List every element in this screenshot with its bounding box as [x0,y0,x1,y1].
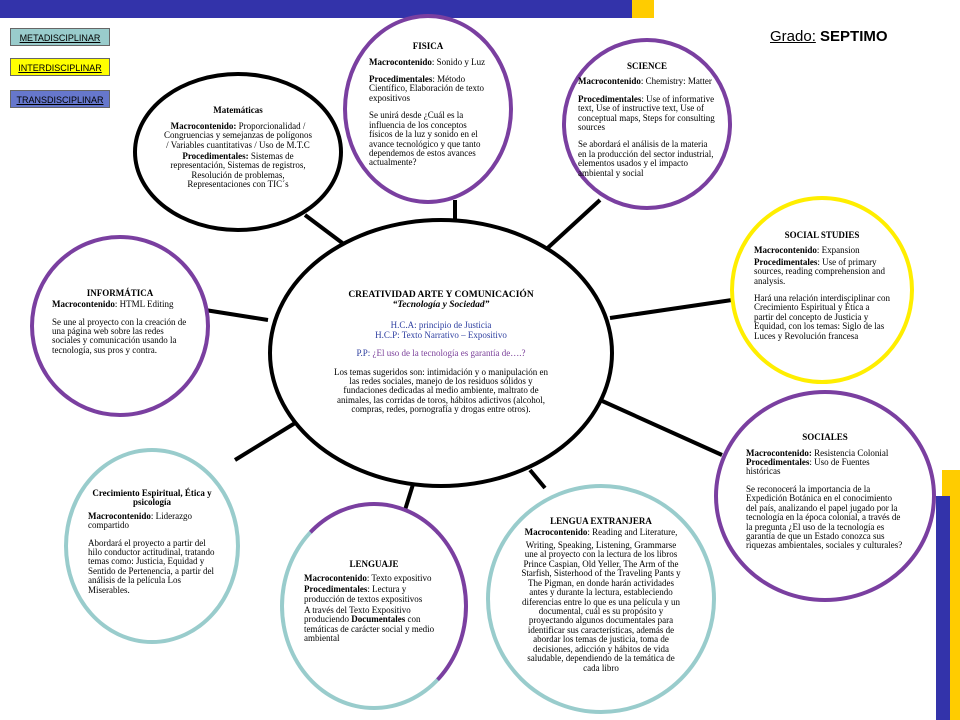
top-bar-blue [0,0,632,6]
social-studies-macro: Macrocontenido: Expansion [754,245,860,256]
crecimiento-body: Abordará el proyecto a partir del hilo c… [88,537,215,595]
center-subtitle: “Tecnología y Sociedad” [392,300,490,311]
informatica-body: Se une al proyecto con la creación de un… [52,316,187,355]
node-social-studies: SOCIAL STUDIES Macrocontenido: Expansion… [730,196,914,384]
lenguaje-macro: Macrocontenido: Texto expositivo [304,572,432,583]
side-bar-blue [936,496,950,720]
lenguaje-body: A través del Texto Expositivo produciend… [304,605,435,644]
top-bar-gold [632,0,654,18]
node-lenguaje: LENGUAJE Macrocontenido: Texto expositiv… [280,502,468,710]
social-studies-body: Hará una relación interdisciplinar con C… [754,293,890,341]
sociales-macro: Macrocontenido: Resistencia Colonial [746,447,889,458]
informatica-macro: Macrocontenido: HTML Editing [52,299,174,310]
node-matematicas: Matemáticas Macrocontenido: Proporcional… [133,72,343,232]
crecimiento-title: Crecimiento Espiritual, Ética y psicolog… [92,487,212,508]
line-sociales [599,398,723,457]
node-science: SCIENCE Macrocontenido: Chemistry: Matte… [562,38,732,210]
science-body: Se abordará el análisis de la materia en… [578,139,714,178]
informatica-title: INFORMÁTICA [86,287,154,298]
fisica-body: Se unirá desde ¿Cuál es la influencia de… [369,110,481,168]
lengua-extranjera-macro: Macrocontenido: Reading and Literature, [524,527,678,538]
legend-metadisciplinar[interactable]: METADISCIPLINAR [10,28,110,46]
legend-transdisciplinar[interactable]: TRANSDISCIPLINAR [10,90,110,108]
node-lengua-extranjera: LENGUA EXTRANJERA Macrocontenido: Readin… [486,484,716,714]
lengua-extranjera-title: LENGUA EXTRANJERA [550,516,652,526]
sociales-title: SOCIALES [802,432,848,443]
lenguaje-proc: Procedimentales: Lectura y producción de… [304,584,423,604]
science-title: SCIENCE [626,60,667,71]
lenguaje-title: LENGUAJE [349,559,399,570]
center-hcp: H.C.P: Texto Narrativo – Expositivo [375,329,507,340]
matematicas-title: Matemáticas [213,105,263,116]
top-bar-blue-lower [0,6,632,18]
node-informatica: INFORMÁTICA Macrocontenido: HTML Editing… [30,235,210,417]
fisica-title: FISICA [412,41,444,52]
science-macro: Macrocontenido: Chemistry: Matter [578,76,712,87]
grade-label: Grado: SEPTIMO [770,28,888,45]
matematicas-macro: Macrocontenido: Proporcionalidad / Congr… [164,120,312,150]
line-crecimiento [233,418,302,462]
node-fisica: FISICA Macrocontenido: Sonido y Luz Proc… [343,14,513,204]
line-matematicas [303,213,347,247]
center-node: CREATIVIDAD ARTE Y COMUNICACIÓN “Tecnolo… [268,218,614,488]
line-social-studies [609,298,733,320]
line-informatica [204,308,269,322]
fisica-macro: Macrocontenido: Sonido y Luz [369,56,486,67]
matematicas-proc: Procedimentales: Sistemas de representac… [170,151,306,190]
center-title: CREATIVIDAD ARTE Y COMUNICACIÓN [348,290,534,301]
sociales-body: Se reconocerá la importancia de la Exped… [746,483,903,551]
fisica-proc: Procedimentales: Método Científico, Elab… [369,73,484,103]
center-body: Los temas sugeridos son: intimidación y … [334,366,548,415]
social-studies-title: SOCIAL STUDIES [784,229,860,240]
legend-interdisciplinar[interactable]: INTERDISCIPLINAR [10,58,110,76]
social-studies-proc: Procedimentales: Use of primary sources,… [754,256,885,286]
line-science [538,198,602,257]
line-lengua-extranjera [528,468,547,490]
sociales-proc: Procedimentales: Uso de Fuentes históric… [746,456,870,477]
node-crecimiento: Crecimiento Espiritual, Ética y psicolog… [64,448,240,644]
center-pp: P.P: ¿El uso de la tecnología es garantí… [356,348,526,359]
center-hca: H.C.A: principio de Justicia [390,320,492,331]
lengua-extranjera-body: Writing, Speaking, Listening, Grammarse … [521,539,681,673]
node-sociales: SOCIALES Macrocontenido: Resistencia Col… [714,390,936,602]
crecimiento-macro: Macrocontenido: Liderazgo compartido [88,510,193,531]
science-proc: Procedimentales: Use of informative text… [578,93,715,132]
